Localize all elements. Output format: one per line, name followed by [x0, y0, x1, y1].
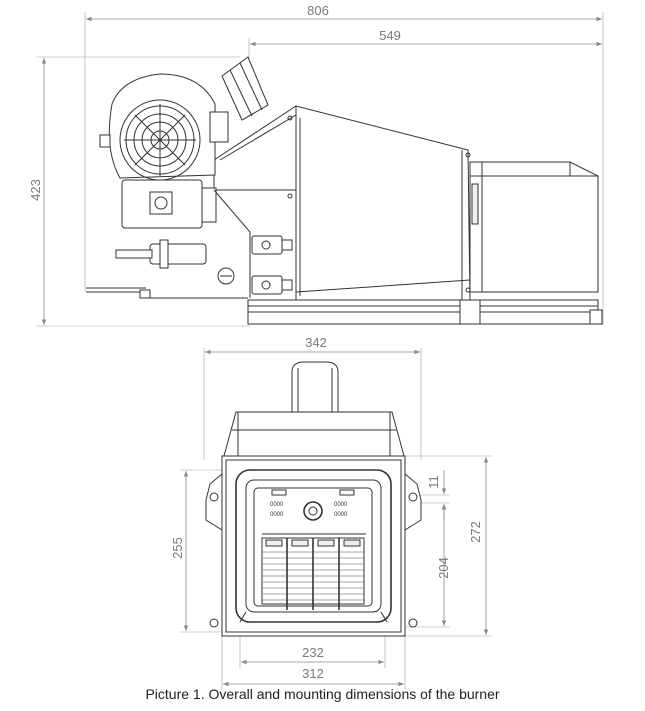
fan-housing — [99, 73, 229, 181]
base-plate — [247, 299, 603, 325]
combustion-chamber — [469, 161, 599, 293]
dimension-overall-length: 806 — [86, 3, 602, 22]
dimension-hole-width: 232 — [241, 645, 384, 665]
svg-text:0000: 0000 — [270, 512, 284, 518]
inner-frame — [235, 469, 392, 623]
dimension-label: 232 — [302, 645, 324, 660]
burner-body — [213, 105, 471, 301]
feeder-tube — [221, 56, 269, 121]
clamp — [251, 235, 293, 255]
side-view: 806 549 423 — [28, 3, 604, 327]
front-view: 342 255 272 11 204 232 31 — [170, 335, 492, 690]
dimension-frame-height: 272 — [468, 457, 489, 635]
dimension-label: 312 — [302, 666, 324, 681]
svg-text:0000: 0000 — [334, 502, 348, 508]
upper-housing — [223, 411, 405, 457]
clamp — [251, 275, 293, 295]
igniter — [115, 239, 235, 285]
svg-text:0000: 0000 — [270, 502, 284, 508]
dimension-label: 342 — [305, 335, 327, 350]
dimension-label: 272 — [468, 521, 483, 543]
fan-motor — [121, 179, 217, 229]
dimension-top-width: 342 — [205, 335, 420, 355]
dimension-label: 204 — [436, 557, 451, 579]
grate — [261, 537, 365, 610]
dimension-body-length: 549 — [250, 28, 602, 47]
dimension-label: 11 — [426, 475, 441, 489]
mounting-arm — [86, 189, 251, 299]
dimension-height: 423 — [28, 58, 47, 325]
dimension-hole-spacing: 204 — [436, 504, 451, 626]
dimension-label: 423 — [28, 179, 43, 201]
svg-text:0000: 0000 — [334, 512, 348, 518]
dimension-label: 549 — [379, 28, 401, 43]
feeder-tube-front — [291, 361, 339, 413]
dimension-label: 806 — [307, 3, 329, 18]
dimension-flange-height: 255 — [170, 471, 189, 631]
dimension-label: 255 — [170, 537, 185, 559]
dimension-flange-width: 312 — [223, 666, 404, 687]
mounting-ear-right — [404, 472, 422, 628]
figure-caption: Picture 1. Overall and mounting dimensio… — [145, 686, 500, 702]
mounting-ear-left — [205, 472, 223, 628]
